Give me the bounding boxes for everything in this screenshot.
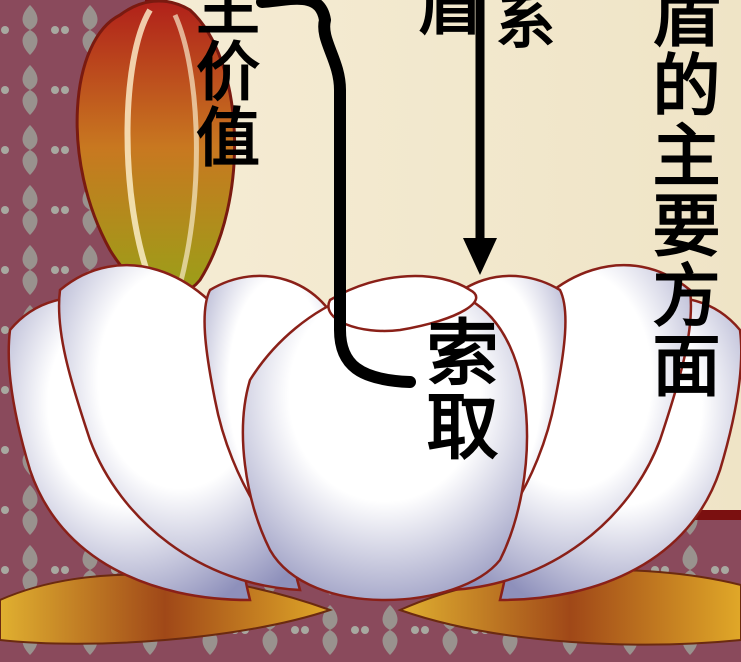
label-middle-column-2: 系	[485, 0, 555, 52]
label-middle-column: 盾	[407, 0, 481, 38]
label-right-column: 盾的主要方面	[640, 0, 719, 400]
lotus-flower-icon	[7, 264, 741, 602]
label-bottom-column: 索取	[414, 315, 498, 463]
curly-brace-icon	[256, 0, 416, 388]
label-left-column: 主价值	[185, 0, 259, 170]
down-arrow-icon	[463, 0, 497, 275]
lotus-bud-icon	[75, 0, 237, 297]
